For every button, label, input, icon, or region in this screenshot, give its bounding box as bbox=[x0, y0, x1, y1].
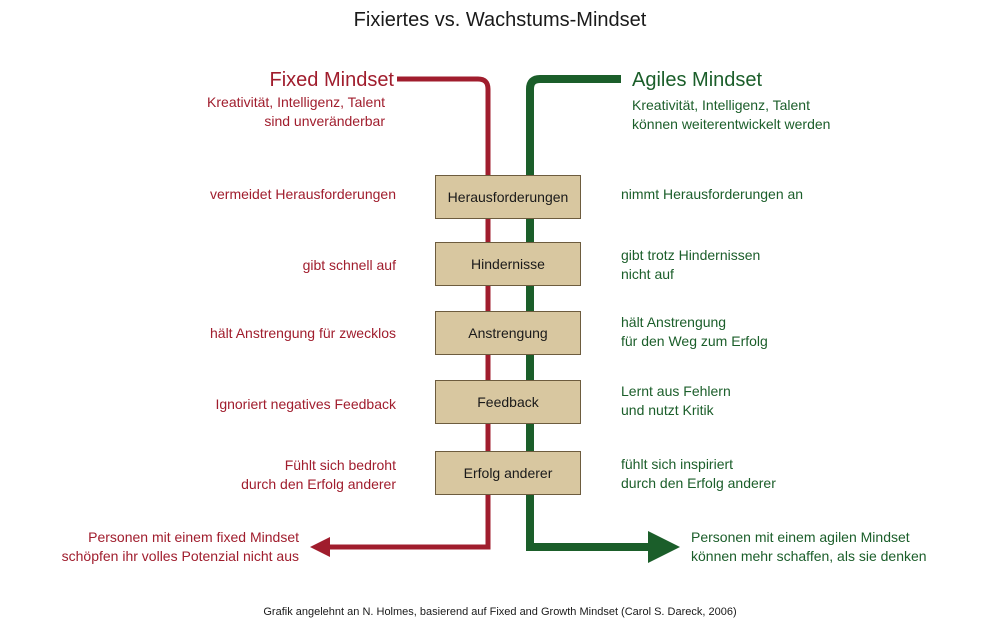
fixed-path-line bbox=[328, 76, 491, 550]
fixed-trait-anstrengung: hält Anstrengung für zwecklos bbox=[210, 325, 396, 341]
category-box-erfolg-anderer: Erfolg anderer bbox=[435, 451, 581, 495]
fixed-arrowhead bbox=[310, 537, 330, 557]
category-box-herausforderungen: Herausforderungen bbox=[435, 175, 581, 219]
fixed-mindset-heading: Fixed Mindset bbox=[269, 69, 395, 91]
agile-mindset-subheading: Kreativität, Intelligenz, Talent können … bbox=[632, 97, 831, 132]
fixed-trait-herausforderungen: vermeidet Herausforderungen bbox=[210, 186, 396, 202]
agile-trait-hindernisse: gibt trotz Hindernissen nicht auf bbox=[621, 247, 761, 282]
source-footnote: Grafik angelehnt an N. Holmes, basierend… bbox=[263, 606, 737, 618]
fixed-trait-erfolg-anderer: Fühlt sich bedroht durch den Erfolg ande… bbox=[241, 457, 396, 492]
fixed-mindset-subheading: Kreativität, Intelligenz, Talent sind un… bbox=[207, 94, 385, 129]
agile-trait-feedback: Lernt aus Fehlern und nutzt Kritik bbox=[621, 383, 731, 418]
category-box-feedback: Feedback bbox=[435, 380, 581, 424]
agile-trait-erfolg-anderer: fühlt sich inspiriert durch den Erfolg a… bbox=[621, 456, 776, 491]
category-box-anstrengung: Anstrengung bbox=[435, 311, 581, 355]
agile-mindset-heading: Agiles Mindset bbox=[632, 69, 763, 91]
fixed-trait-feedback: Ignoriert negatives Feedback bbox=[215, 396, 396, 412]
agile-arrowhead bbox=[648, 531, 680, 563]
fixed-mindset-conclusion: Personen mit einem fixed Mindset schöpfe… bbox=[61, 529, 299, 564]
fixed-trait-hindernisse: gibt schnell auf bbox=[302, 257, 396, 273]
category-box-hindernisse: Hindernisse bbox=[435, 242, 581, 286]
diagram-title: Fixiertes vs. Wachstums-Mindset bbox=[353, 9, 647, 31]
agile-trait-anstrengung: hält Anstrengung für den Weg zum Erfolg bbox=[621, 314, 768, 349]
agile-path-line bbox=[526, 75, 648, 551]
agile-mindset-conclusion: Personen mit einem agilen Mindset können… bbox=[691, 529, 927, 564]
agile-trait-herausforderungen: nimmt Herausforderungen an bbox=[621, 186, 804, 202]
